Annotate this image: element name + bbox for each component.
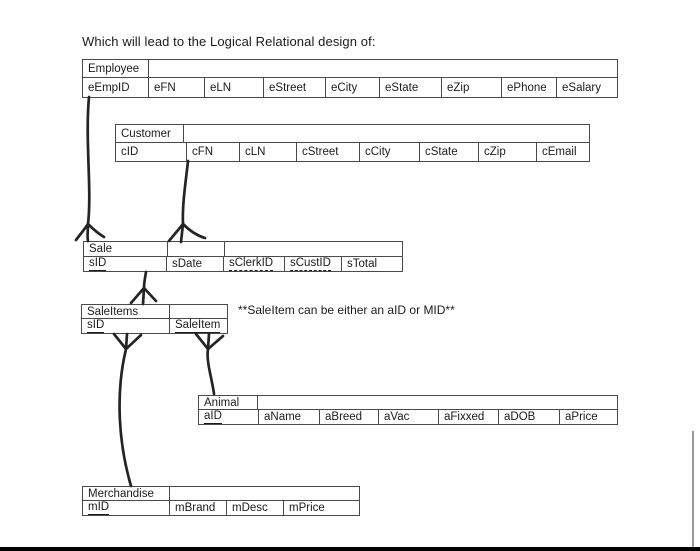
col-sClerkID: sClerkID: [223, 257, 284, 271]
table-animal-title: Animal: [204, 396, 240, 409]
table-sale-title: Sale: [89, 243, 113, 255]
col-cZip: cZip: [478, 143, 536, 161]
relationship-employee-sale: [74, 95, 106, 243]
col-eSalary: eSalary: [556, 78, 617, 97]
col-sID: sID: [89, 257, 107, 271]
col-SaleItem: SaleItem: [169, 319, 227, 333]
col-aName: aName: [258, 410, 319, 424]
relationship-customer-sale: [167, 159, 207, 244]
col-cState: cState: [419, 143, 478, 161]
table-sale: Sale sID sDate sClerkID sCustID sTotal: [83, 241, 403, 272]
relationship-saleitems-merchandise: [112, 332, 143, 488]
col-sTotal: sTotal: [341, 257, 402, 271]
col-aBreed: aBreed: [319, 410, 378, 424]
col-aVac: aVac: [378, 410, 438, 424]
bottom-bar: [0, 547, 700, 551]
col-cEmail: cEmail: [536, 143, 589, 161]
table-customer-title: Customer: [121, 127, 171, 140]
saleitem-annotation: **SaleItem can be either an aID or MID**: [238, 303, 455, 317]
col-eStreet: eStreet: [263, 78, 325, 97]
col-eCity: eCity: [325, 78, 379, 97]
col-eState: eState: [379, 78, 441, 97]
table-merchandise: Merchandise mID mBrand mDesc mPrice: [82, 486, 360, 516]
col-saleitems-sID: sID: [87, 319, 105, 333]
page-edge-line: [692, 431, 694, 547]
page-title: Which will lead to the Logical Relationa…: [82, 34, 376, 49]
col-cLN: cLN: [239, 143, 296, 161]
col-aPrice: aPrice: [559, 410, 617, 424]
col-ePhone: ePhone: [501, 78, 556, 97]
table-employee-title: Employee: [88, 62, 140, 75]
table-employee-header-blank: [148, 60, 617, 77]
table-animal-header-blank: [257, 396, 617, 409]
col-aDOB: aDOB: [498, 410, 559, 424]
table-sale-header-blank: [167, 242, 224, 256]
col-mBrand: mBrand: [169, 501, 226, 515]
col-eLN: eLN: [204, 78, 263, 97]
col-sCustID: sCustID: [284, 257, 341, 271]
col-aFixxed: aFixxed: [438, 410, 498, 424]
col-cStreet: cStreet: [296, 143, 359, 161]
table-customer-header-blank: [183, 125, 589, 142]
col-cFN: cFN: [186, 143, 239, 161]
col-eZip: eZip: [441, 78, 501, 97]
relationship-sale-saleitems: [129, 270, 158, 306]
col-eFN: eFN: [148, 78, 204, 97]
table-saleitems: SaleItems sID SaleItem: [81, 304, 228, 334]
col-mID: mID: [88, 501, 110, 515]
col-cCity: cCity: [359, 143, 419, 161]
col-sDate: sDate: [166, 257, 223, 271]
table-saleitems-header-blank: [169, 305, 227, 318]
table-customer: Customer cID cFN cLN cStreet cCity cStat…: [115, 124, 590, 162]
table-animal: Animal aID aName aBreed aVac aFixxed aDO…: [198, 395, 618, 425]
table-saleitems-title: SaleItems: [87, 305, 139, 318]
col-aID: aID: [204, 410, 222, 424]
table-merchandise-header-blank: [169, 487, 359, 500]
col-mPrice: mPrice: [283, 501, 359, 515]
table-merchandise-title: Merchandise: [88, 487, 154, 500]
relationship-saleitems-animal: [194, 332, 225, 396]
table-employee: Employee eEmpID eFN eLN eStreet eCity eS…: [82, 59, 618, 98]
col-eEmpID: eEmpID: [88, 81, 130, 94]
table-sale-header-blank2: [224, 242, 402, 256]
col-cID: cID: [121, 146, 139, 158]
col-mDesc: mDesc: [226, 501, 283, 515]
